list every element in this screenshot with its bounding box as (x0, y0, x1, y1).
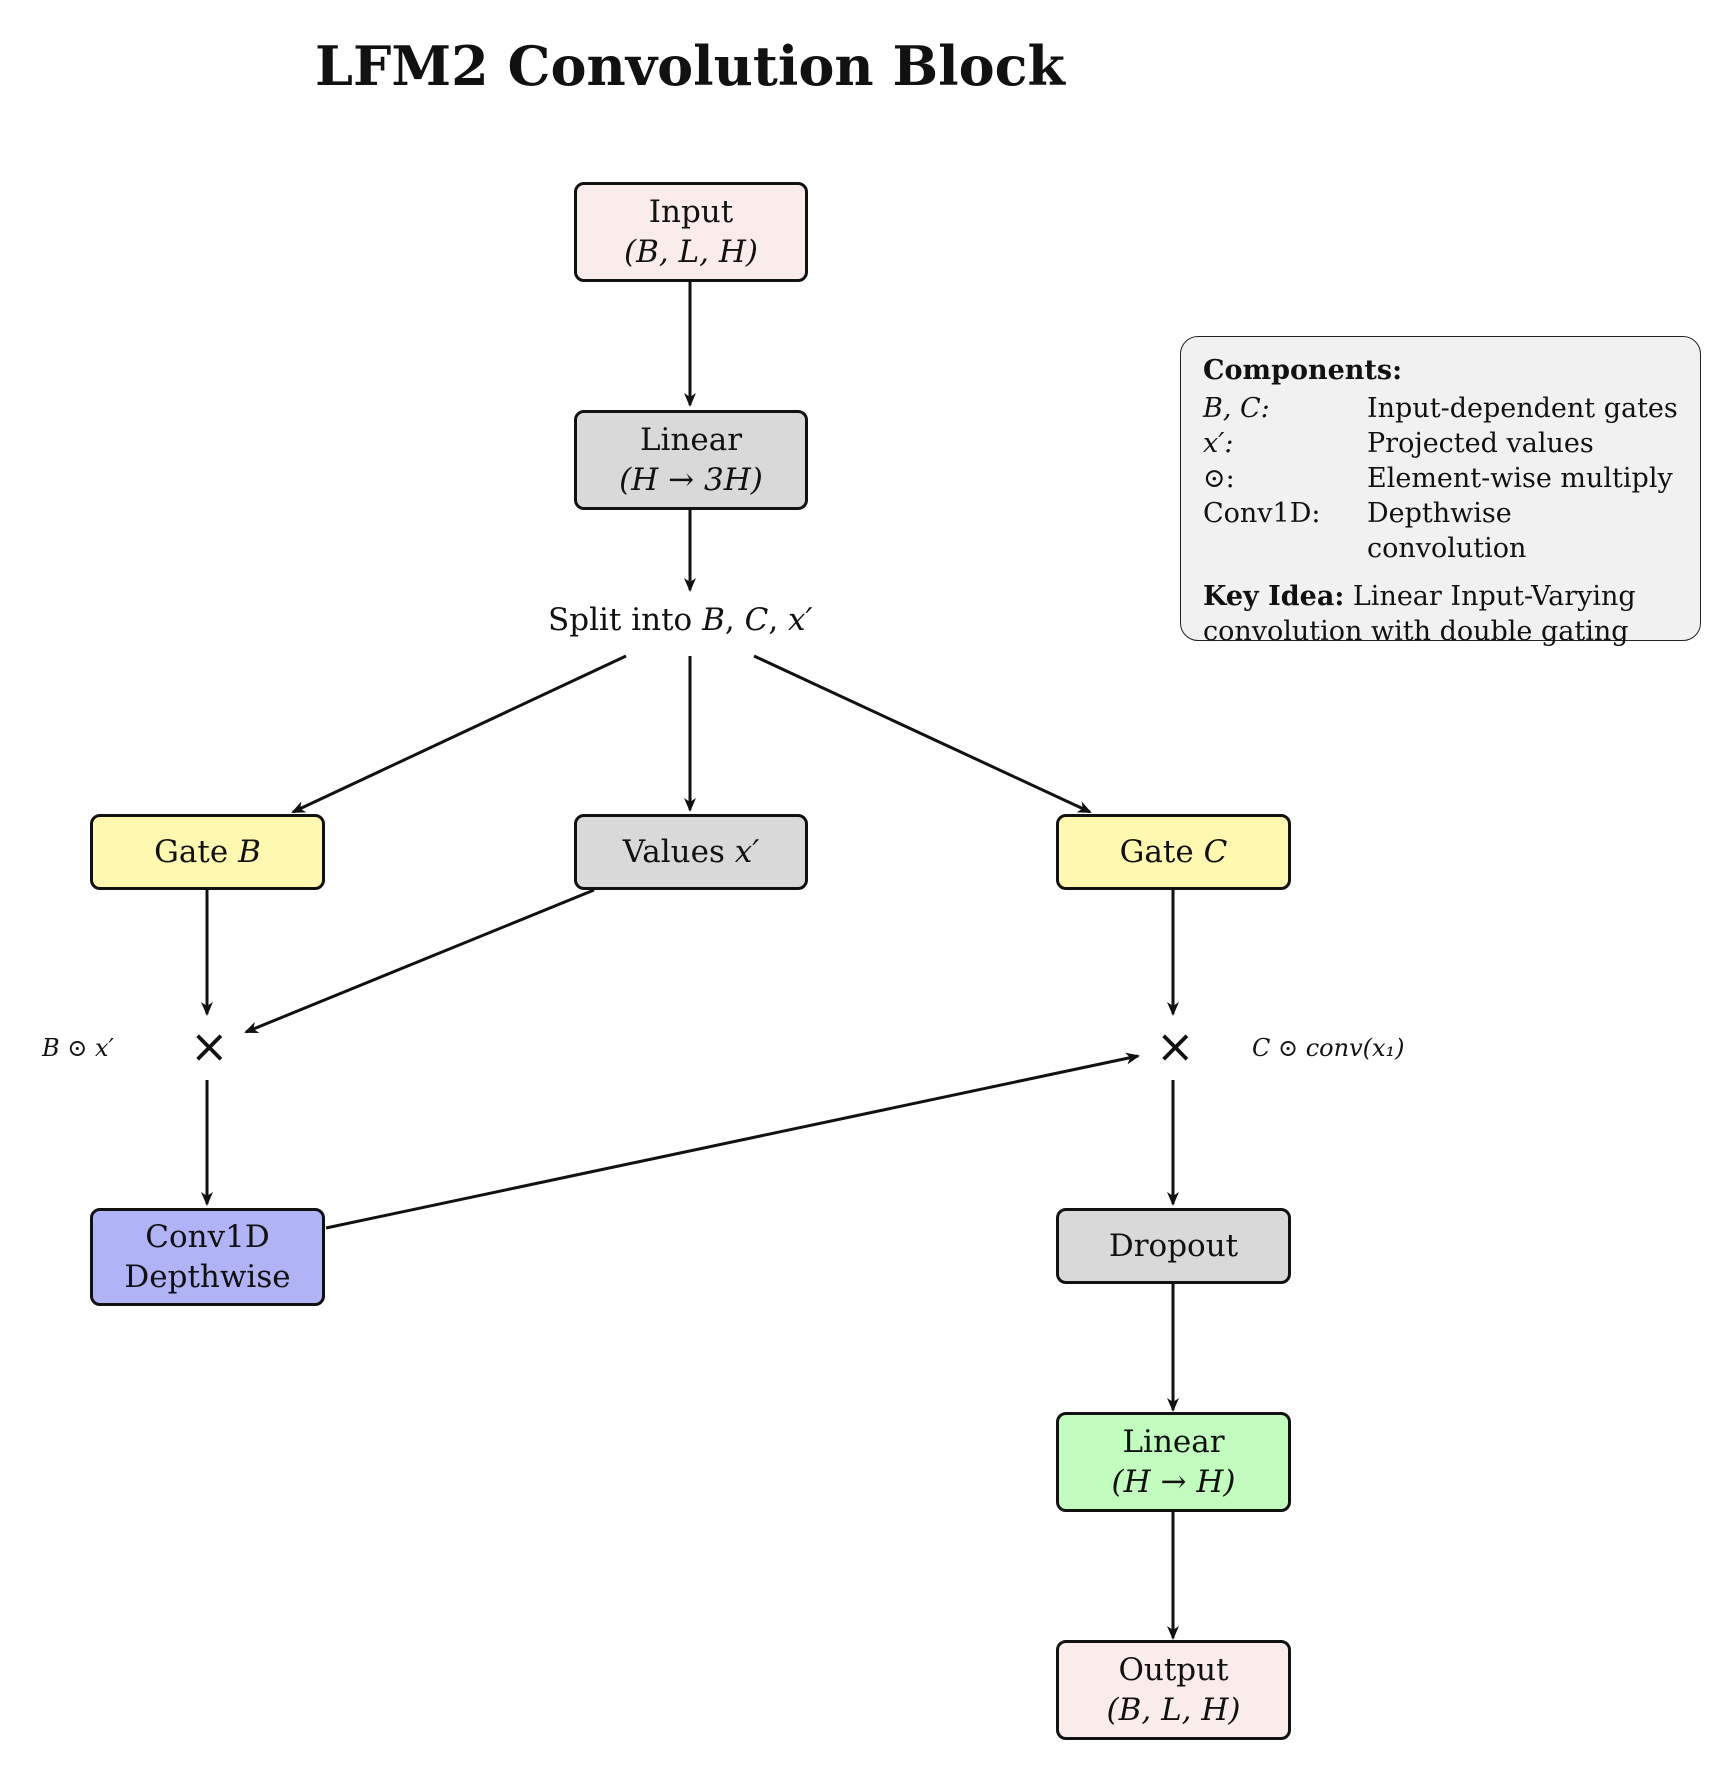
legend-row: B, C:Input-dependent gates (1203, 393, 1678, 425)
input-node: Input (B, L, H) (574, 182, 808, 282)
arrow-values-mult (244, 888, 595, 1034)
linear-in-label: Linear (639, 421, 743, 458)
multiply-left-annotation: B ⊙ x′ (42, 1034, 114, 1062)
multiply-right-annotation: C ⊙ conv(x₁) (1252, 1034, 1405, 1062)
output-node: Output (B, L, H) (1056, 1640, 1291, 1740)
arrow-conv-mult (325, 1052, 1140, 1230)
values-node: Values x′ (574, 814, 808, 890)
input-shape: (B, L, H) (623, 234, 758, 270)
linear-in-node: Linear (H → 3H) (574, 410, 808, 510)
linear-out-node: Linear (H → H) (1056, 1412, 1291, 1512)
legend-heading: Components: (1203, 355, 1403, 386)
arrow-split-gate-b (291, 654, 627, 814)
input-label: Input (648, 193, 734, 230)
dropout-node: Dropout (1056, 1208, 1291, 1284)
linear-in-dims: (H → 3H) (619, 462, 763, 498)
conv1d-node: Conv1D Depthwise (90, 1208, 325, 1306)
legend-key-idea: Key Idea: Linear Input-Varying convoluti… (1203, 580, 1636, 647)
gate-b-node: Gate B (90, 814, 325, 890)
legend-box: Components: B, C:Input-dependent gates x… (1180, 336, 1701, 647)
multiply-right-symbol: × (1156, 1019, 1195, 1073)
legend-row: x′:Projected values (1203, 428, 1594, 460)
diagram-title: LFM2 Convolution Block (315, 34, 1065, 98)
gate-c-node: Gate C (1056, 814, 1291, 890)
legend-row: ⊙:Element-wise multiply (1203, 463, 1673, 495)
arrow-split-gate-c (753, 654, 1092, 814)
multiply-left-symbol: × (190, 1019, 229, 1073)
legend-row: Conv1D:Depthwise convolution (1203, 498, 1527, 565)
split-label: Split into B, C, x′ (548, 602, 813, 638)
